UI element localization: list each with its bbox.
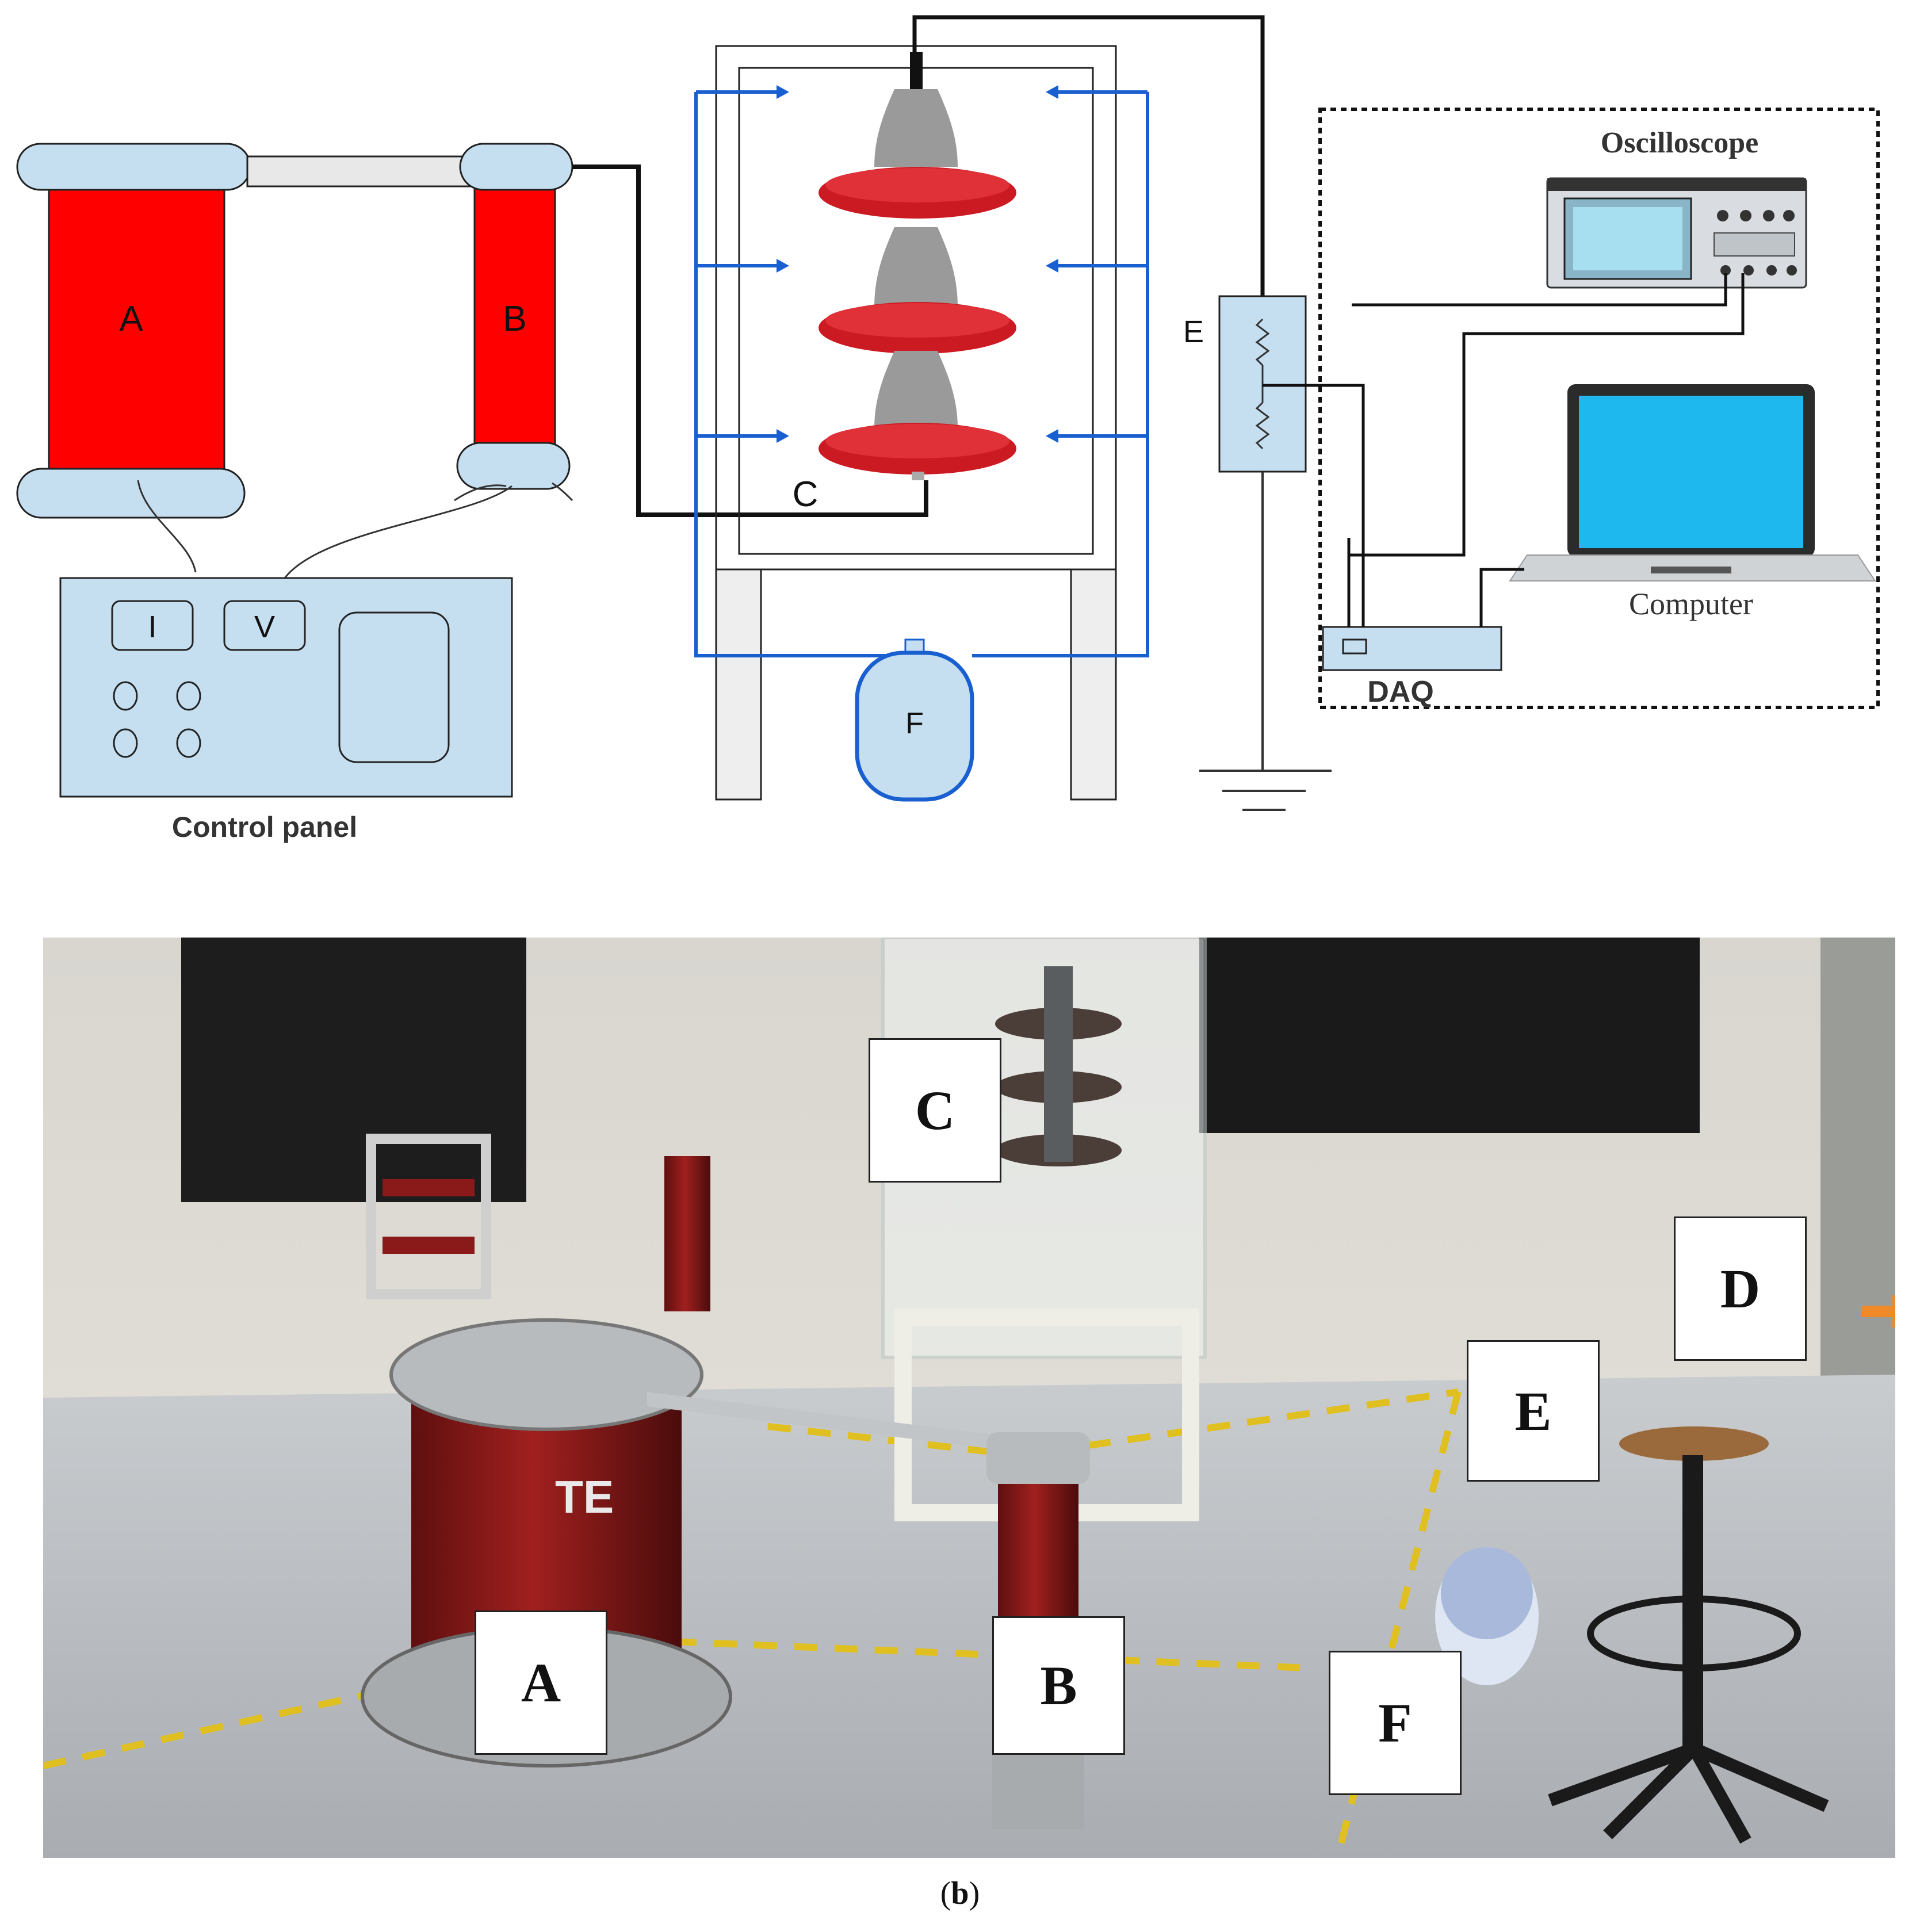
cable-a-panel — [137, 480, 197, 573]
bus-bar — [246, 155, 473, 188]
label-b: B — [503, 299, 526, 339]
label-f: F — [905, 707, 924, 740]
insulator-string — [819, 52, 1016, 480]
computer-label: Computer — [1629, 587, 1753, 621]
humidifier-f: F — [855, 638, 974, 802]
humidity-circuit — [694, 90, 1149, 657]
daq-label: DAQ — [1367, 675, 1434, 709]
photo-label-b: B — [992, 1616, 1125, 1755]
photo-label-f: F — [1329, 1651, 1462, 1795]
panel-btn-v: V — [254, 610, 275, 644]
control-panel-label: Control panel — [172, 811, 357, 843]
hv-lead-to-divider — [912, 15, 1265, 299]
transformer-brand: TE — [555, 1471, 614, 1522]
transformer-b: B — [456, 143, 573, 490]
photo-label-d: D — [1674, 1216, 1807, 1361]
daq — [1322, 626, 1502, 671]
cable-b-panel — [284, 485, 512, 579]
oscilloscope-label: Oscilloscope — [1601, 127, 1758, 159]
control-panel: I V — [59, 577, 513, 798]
photo-label-e: E — [1467, 1340, 1600, 1482]
label-c: C — [793, 475, 819, 514]
measurement-wiring — [1263, 273, 1745, 627]
measurement-box — [1318, 108, 1880, 709]
transformer-a: A — [16, 143, 251, 519]
panel-btn-i: I — [148, 610, 156, 644]
computer — [1509, 384, 1876, 581]
label-e: E — [1183, 315, 1204, 349]
setup-schematic: A B I V Control panel C — [16, 15, 1880, 843]
ground-symbol — [1199, 472, 1332, 811]
arrow-d — [1861, 1294, 1895, 1329]
caption-b: (b) — [940, 1876, 980, 1911]
test-chamber: C — [715, 45, 1117, 801]
photo-label-c: C — [869, 1038, 1001, 1183]
lab-photo: TE A B C D E F — [43, 938, 1895, 1858]
oscilloscope — [1546, 177, 1807, 289]
photo-label-a: A — [475, 1610, 607, 1755]
hv-cable — [572, 164, 928, 517]
label-a: A — [119, 299, 143, 339]
